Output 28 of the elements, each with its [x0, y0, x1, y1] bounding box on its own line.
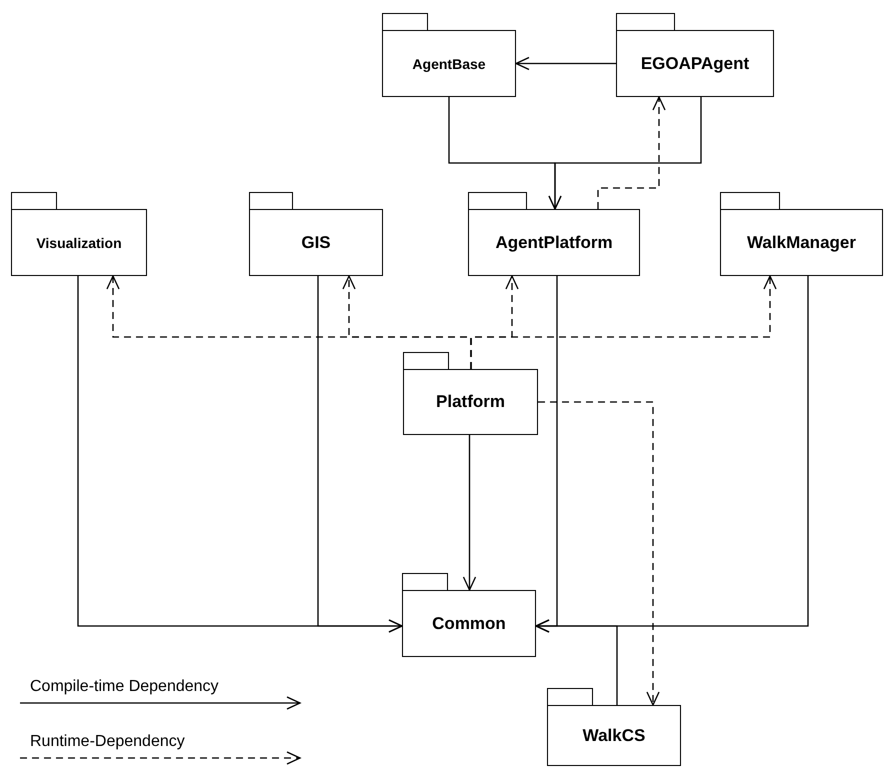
package-name: Platform [436, 392, 505, 412]
package-name: WalkCS [582, 726, 646, 746]
dashed-arrow [538, 401, 660, 706]
arrow [515, 56, 616, 70]
package-box [249, 209, 383, 276]
arrow [317, 276, 403, 633]
package-name: Common [432, 614, 506, 634]
package-box [403, 369, 538, 435]
package-name: AgentBase [412, 56, 486, 72]
package-name: WalkManager [747, 232, 856, 252]
package-box [468, 209, 640, 276]
arrow [462, 435, 476, 591]
arrow [548, 97, 702, 210]
legend-label: Compile-time Dependency [30, 678, 219, 696]
package-box [382, 30, 516, 97]
package-name: Visualization [36, 234, 122, 250]
dashed-arrow [597, 96, 666, 209]
package-box [720, 209, 883, 276]
package-box [616, 30, 774, 97]
package-box [402, 590, 536, 657]
package-name: EGOAPAgent [640, 54, 750, 74]
package-name: AgentPlatform [495, 232, 613, 252]
package-name: GIS [301, 232, 331, 252]
package-box [11, 209, 147, 276]
package-box [547, 705, 681, 766]
legend-label: Runtime-Dependency [30, 733, 185, 751]
dashed-arrow [470, 275, 777, 369]
arrow [535, 619, 618, 705]
